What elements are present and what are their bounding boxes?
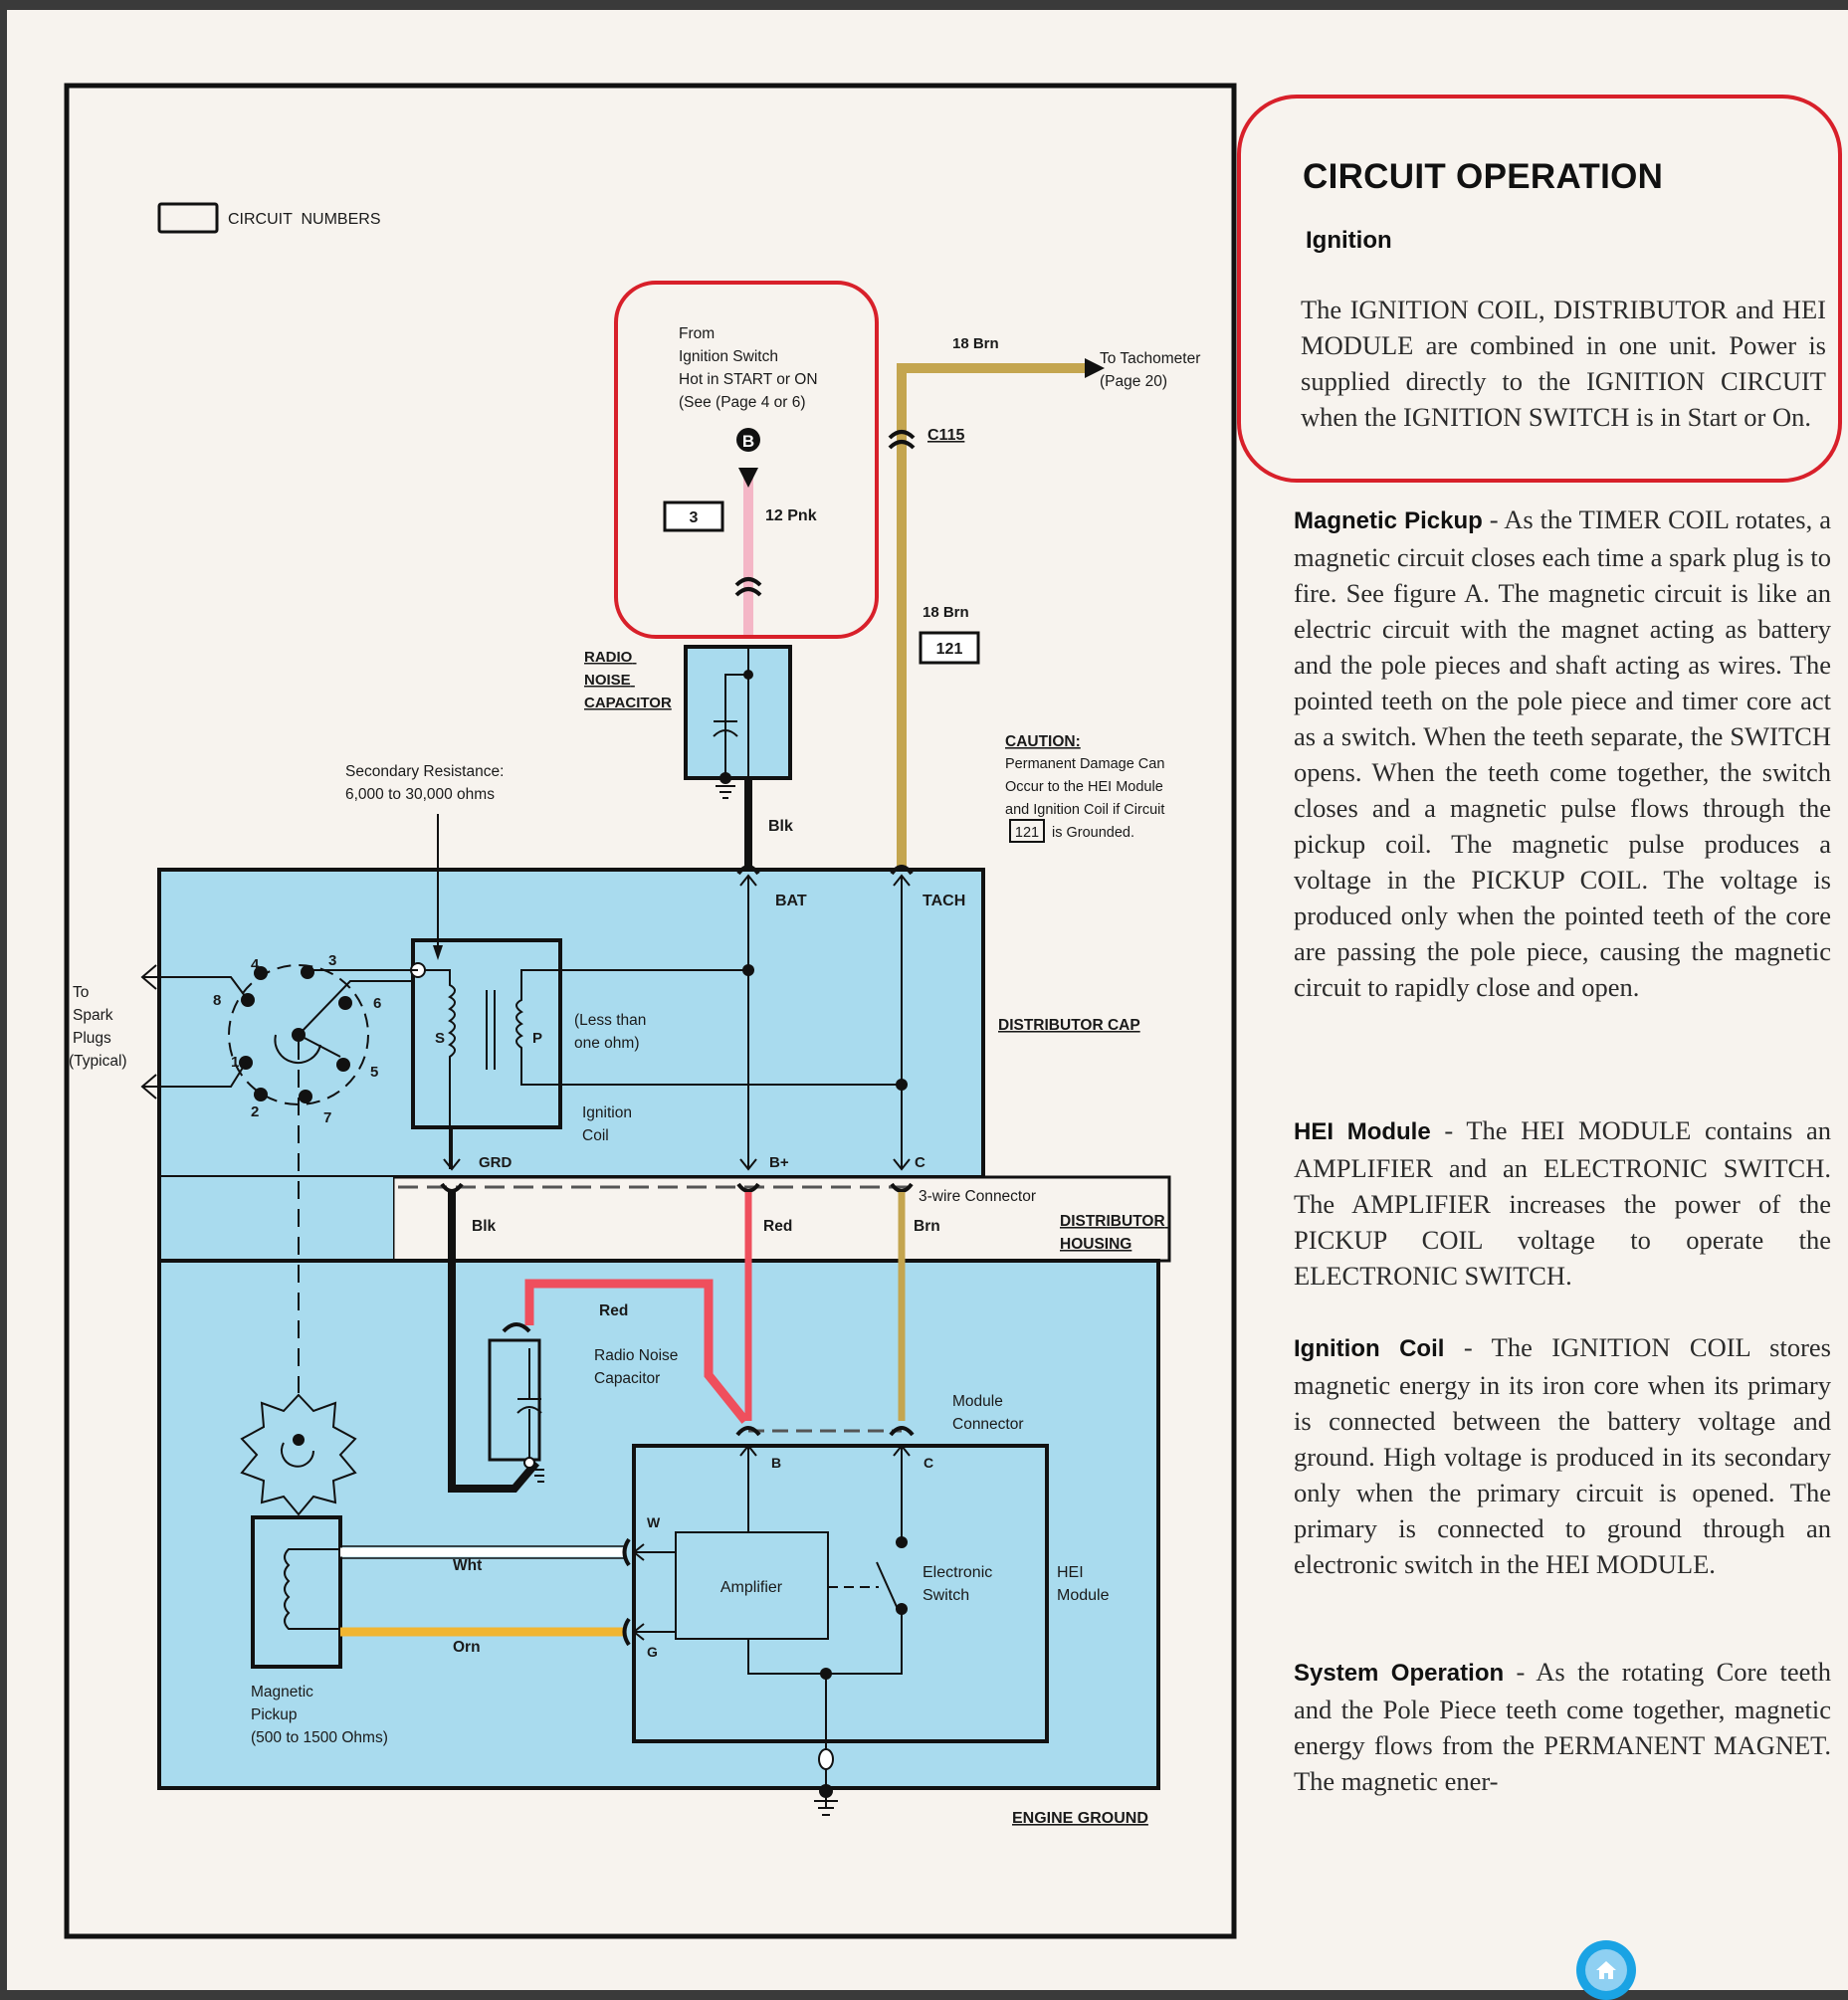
engine-ground-label: ENGINE GROUND xyxy=(1012,1810,1148,1827)
svg-text:3: 3 xyxy=(690,509,699,526)
circuit-121-box xyxy=(919,631,980,665)
svg-text:Permanent Damage Can Occur: Permanent Damage Can Occur to the HEI Mo… xyxy=(1005,756,1168,818)
svg-text:Electronic Switch: Electronic Switch xyxy=(923,1564,997,1604)
section-magnetic-pickup: Magnetic Pickup - As the TIMER COIL rota… xyxy=(1294,504,1831,1002)
highlight-circuit-operation-annotation xyxy=(1237,95,1842,483)
home-icon xyxy=(1596,1961,1616,1979)
svg-text:is Grounded.: is Grounded. xyxy=(1052,825,1134,841)
svg-text:C: C xyxy=(915,1154,925,1171)
svg-text:Module Connector: Module Connector xyxy=(952,1393,1024,1433)
svg-text:TACH: TACH xyxy=(923,893,965,909)
svg-text:To Spark Plugs (Ty: To Spark Plugs (Typical) xyxy=(69,984,127,1070)
arrow-right-icon xyxy=(1085,358,1105,378)
svg-text:Secondary Resistance: 6,00: Secondary Resistance: 6,000 to 30,000 oh… xyxy=(345,763,509,803)
svg-text:1 2 3 4 5: 1 2 3 4 5 6 7 8 xyxy=(213,952,386,1126)
section-hei-module: HEI Module - The HEI MODULE contains an … xyxy=(1294,1115,1831,1291)
highlight-source-annotation xyxy=(614,281,879,639)
intro-paragraph: The IGNITION COIL, DISTRIBUTOR and HEI M… xyxy=(1301,295,1826,432)
svg-text:121: 121 xyxy=(936,641,963,658)
radio-noise-capacitor-top xyxy=(684,645,792,780)
svg-text:Ignition Coil: Ignition Coil xyxy=(582,1104,636,1144)
svg-text:RADIO NOISE CAPACITOR: RADIO NOISE CAPACITOR xyxy=(584,649,672,711)
svg-text:W: W xyxy=(647,1514,661,1530)
svg-text:B: B xyxy=(742,432,754,451)
ignition-coil xyxy=(411,938,562,1129)
connector-c115: C115 xyxy=(927,427,964,444)
svg-text:Brn: Brn xyxy=(914,1218,940,1235)
distributor-rotor xyxy=(228,964,369,1105)
hei-module-region xyxy=(159,1177,393,1261)
ignition-wiring-diagram: CIRCUIT NUMBERS B From Ignition Switch H… xyxy=(64,83,1237,1939)
diagram-frame xyxy=(64,83,1237,1939)
amplifier xyxy=(675,1531,829,1640)
svg-text:From Ignition Switch H: From Ignition Switch Hot in START or ON … xyxy=(679,325,822,411)
hei-module xyxy=(632,1444,1049,1743)
svg-text:G: G xyxy=(647,1644,658,1660)
connector-b-badge xyxy=(736,428,760,452)
lower-region xyxy=(157,1259,1160,1790)
svg-text:Amplifier: Amplifier xyxy=(720,1579,783,1596)
timer-core-gear xyxy=(240,1393,357,1516)
circuit-operation-title: CIRCUIT OPERATION xyxy=(1303,157,1664,196)
svg-text:B+: B+ xyxy=(769,1154,789,1171)
svg-text:C: C xyxy=(924,1455,933,1471)
circuit-3-box xyxy=(663,500,724,532)
manual-page: CIRCUIT NUMBERS B From Ignition Switch H… xyxy=(7,10,1848,2000)
svg-text:Radio Noise Capacitor: Radio Noise Capacitor xyxy=(594,1347,683,1387)
svg-text:P: P xyxy=(532,1030,542,1047)
svg-text:18 Brn: 18 Brn xyxy=(923,604,969,621)
svg-text:3-wire Connector: 3-wire Connector xyxy=(919,1188,1036,1205)
circuit-numbers-label: CIRCUIT NUMBERS xyxy=(228,211,381,228)
svg-text:DISTRIBUTOR CAP: DISTRIBUTOR CAP xyxy=(998,1017,1140,1034)
svg-text:18 Brn: 18 Brn xyxy=(952,335,999,352)
svg-text:Blk: Blk xyxy=(472,1218,497,1235)
svg-text:To Tachometer (Page 20): To Tachometer (Page 20) xyxy=(1100,350,1205,390)
svg-text:Wht: Wht xyxy=(453,1557,482,1574)
wire-label-12pnk: 12 Pnk xyxy=(765,507,817,524)
section-system-operation: System Operation - As the rotating Core … xyxy=(1294,1657,1831,1796)
caution-title: CAUTION: xyxy=(1005,733,1081,750)
svg-text:Red: Red xyxy=(763,1218,792,1235)
svg-text:121: 121 xyxy=(1015,825,1039,841)
home-button[interactable] xyxy=(1576,1940,1636,2000)
red-capacitor-wire xyxy=(524,1279,749,1424)
distributor-cap-region xyxy=(157,868,985,1179)
svg-text:DISTRIBUTOR HOUSING: DISTRIBUTOR HOUSING xyxy=(1060,1213,1169,1253)
magnetic-pickup xyxy=(251,1515,342,1669)
svg-text:BAT: BAT xyxy=(775,893,807,909)
distributor-housing-region xyxy=(391,1175,1171,1263)
arrow-down-icon xyxy=(738,468,758,488)
svg-text:Red: Red xyxy=(599,1302,628,1319)
brown-tach-wire xyxy=(897,363,1087,868)
circuit-number-legend-box xyxy=(157,202,219,234)
svg-text:HEI Module: HEI Module xyxy=(1057,1564,1110,1604)
ignition-subtitle: Ignition xyxy=(1306,227,1392,254)
black-ground-wire xyxy=(448,1192,540,1493)
wire-label-blk-top: Blk xyxy=(768,818,793,835)
svg-text:Orn: Orn xyxy=(453,1639,481,1656)
section-ignition-coil: Ignition Coil - The IGNITION COIL stores… xyxy=(1294,1332,1831,1579)
svg-text:(Less than one ohm): (Less than one ohm) xyxy=(574,1012,651,1052)
connector-icon xyxy=(734,577,762,597)
svg-text:Magnetic Pickup (500 t: Magnetic Pickup (500 to 1500 Ohms) xyxy=(251,1684,388,1746)
svg-text:B: B xyxy=(771,1455,781,1471)
svg-text:GRD: GRD xyxy=(479,1154,513,1171)
svg-text:S: S xyxy=(435,1030,445,1047)
